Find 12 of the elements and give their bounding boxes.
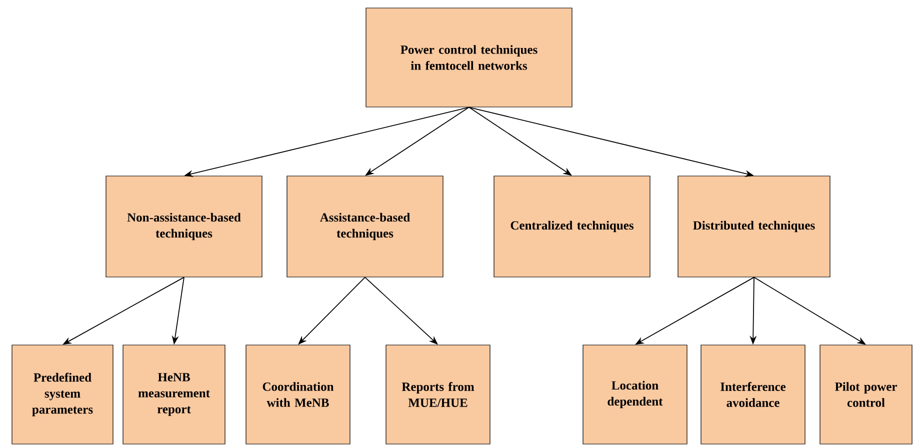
technique-box: Non-assistance-based techniques	[106, 176, 262, 278]
technique-box: Location dependent	[582, 344, 688, 444]
technique-box: Power control techniques in femtocell networks	[366, 8, 572, 108]
technique-box: Distributed techniques	[678, 176, 830, 278]
technique-box: Interference avoidance	[700, 344, 806, 444]
technique-box: HeNB measurement report	[122, 344, 226, 444]
technique-box: Centralized techniques	[494, 176, 650, 278]
technique-box: Pilot power control	[820, 344, 912, 444]
technique-box: Coordination with MeNB	[246, 344, 350, 444]
technique-box: Assistance-based techniques	[286, 176, 444, 278]
technique-box: Reports from MUE/HUE	[386, 344, 490, 444]
technique-box: Predefined system parameters	[12, 344, 114, 444]
